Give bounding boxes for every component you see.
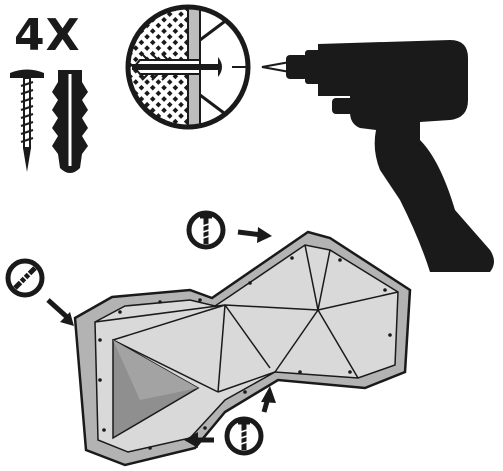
geometric-panel <box>73 230 412 467</box>
power-drill-icon <box>261 40 494 272</box>
quantity-label: 4X <box>14 10 81 61</box>
fastening-point-left <box>5 258 74 326</box>
fastening-point-top <box>186 210 272 250</box>
wall-drilling-detail-icon <box>125 4 251 130</box>
fastening-point-bottom <box>184 386 276 456</box>
wall-anchor-icon <box>52 70 88 173</box>
screw-icon <box>10 69 44 172</box>
